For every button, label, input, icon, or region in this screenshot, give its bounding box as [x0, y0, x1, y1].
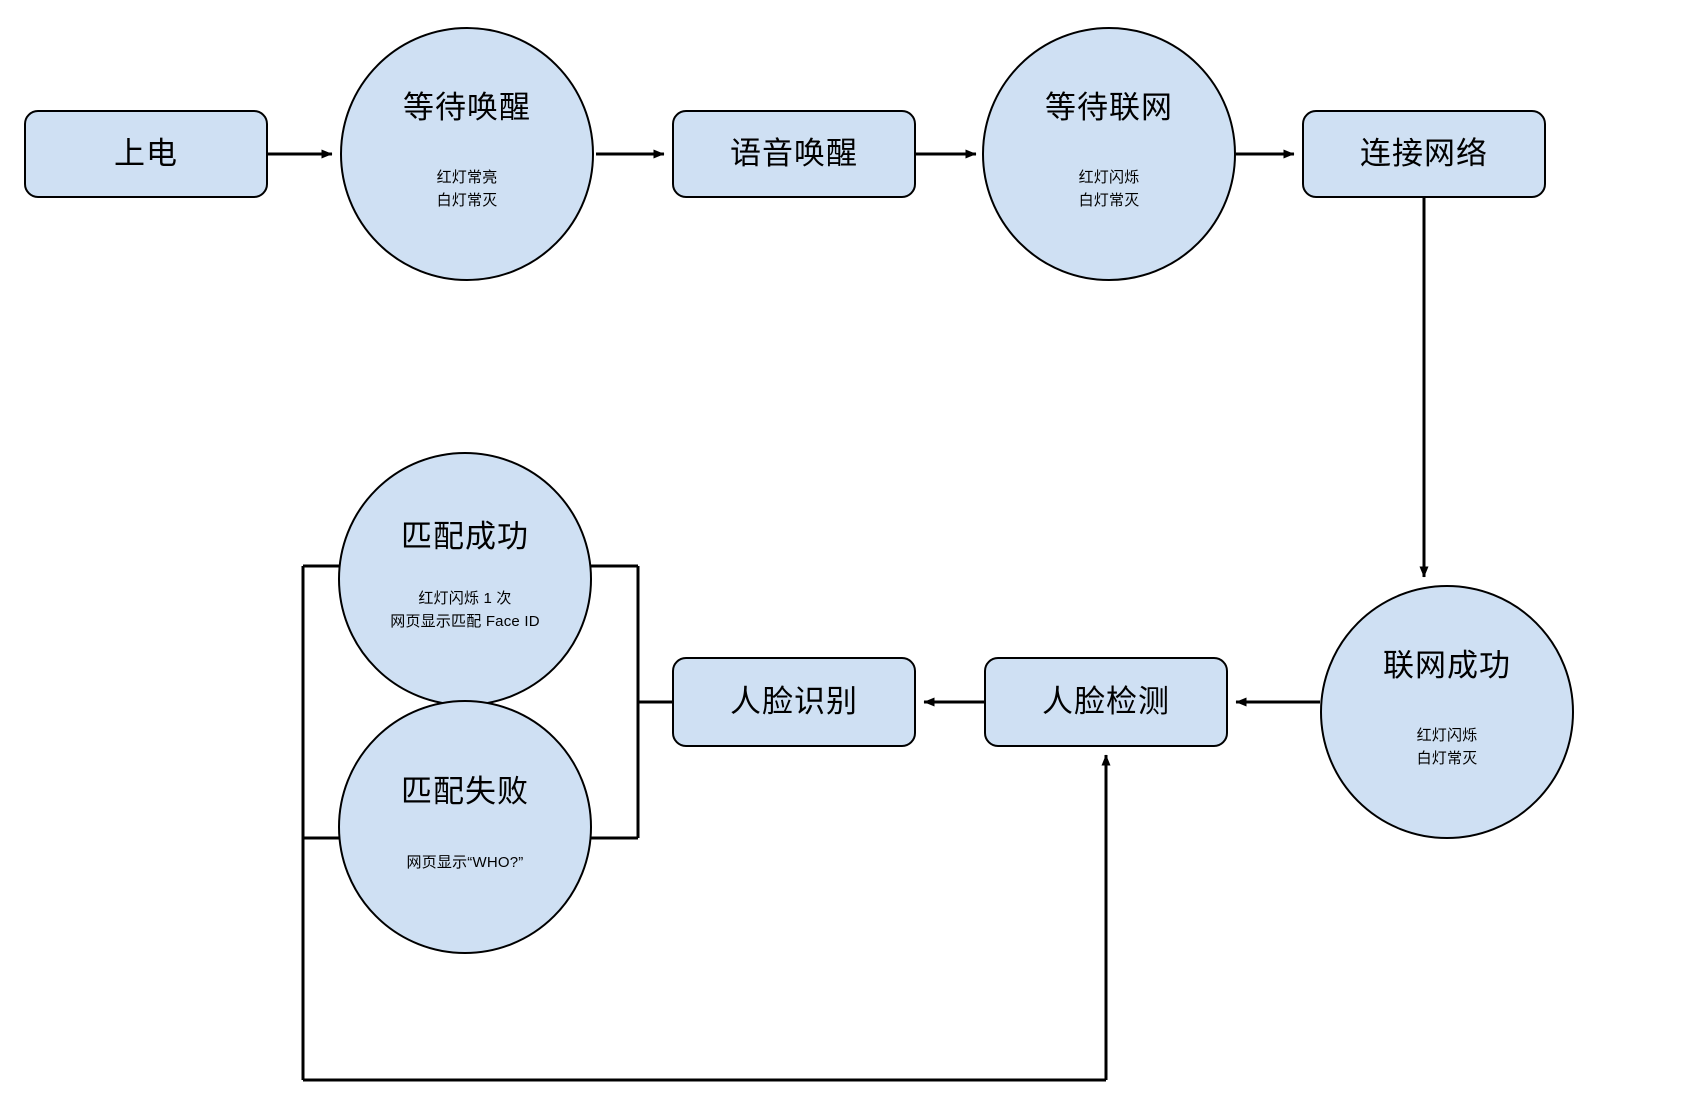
node-match-success-sub: 红灯闪烁 1 次 网页显示匹配 Face ID — [390, 590, 540, 630]
node-face-recognize-title: 人脸识别 — [730, 684, 858, 720]
node-waiting-network-sub: 红灯闪烁 白灯常灭 — [1078, 169, 1140, 209]
node-match-failure-sub: 网页显示“WHO?” — [406, 853, 524, 871]
node-match-failure-title: 匹配失败 — [401, 773, 529, 809]
node-match-success-title: 匹配成功 — [401, 518, 529, 554]
node-face-recognize[interactable]: 人脸识别 — [672, 657, 916, 747]
node-network-success-sub: 红灯闪烁 白灯常灭 — [1416, 727, 1478, 767]
node-match-success[interactable]: 匹配成功 红灯闪烁 1 次 网页显示匹配 Face ID — [338, 452, 592, 706]
node-waiting-wakeup-sub: 红灯常亮 白灯常灭 — [436, 169, 498, 209]
node-match-failure[interactable]: 匹配失败 网页显示“WHO?” — [338, 700, 592, 954]
node-waiting-network[interactable]: 等待联网 红灯闪烁 白灯常灭 — [982, 27, 1236, 281]
node-face-detect[interactable]: 人脸检测 — [984, 657, 1228, 747]
node-connect-network[interactable]: 连接网络 — [1302, 110, 1546, 198]
node-connect-network-title: 连接网络 — [1360, 136, 1488, 172]
node-power-on-title: 上电 — [114, 136, 178, 172]
node-network-success-title: 联网成功 — [1383, 647, 1511, 683]
node-waiting-network-title: 等待联网 — [1045, 89, 1173, 125]
node-voice-wakeup-title: 语音唤醒 — [730, 136, 858, 172]
node-face-detect-title: 人脸检测 — [1042, 684, 1170, 720]
node-waiting-wakeup-title: 等待唤醒 — [403, 89, 531, 125]
node-waiting-wakeup[interactable]: 等待唤醒 红灯常亮 白灯常灭 — [340, 27, 594, 281]
node-network-success[interactable]: 联网成功 红灯闪烁 白灯常灭 — [1320, 585, 1574, 839]
node-power-on[interactable]: 上电 — [24, 110, 268, 198]
node-voice-wakeup[interactable]: 语音唤醒 — [672, 110, 916, 198]
